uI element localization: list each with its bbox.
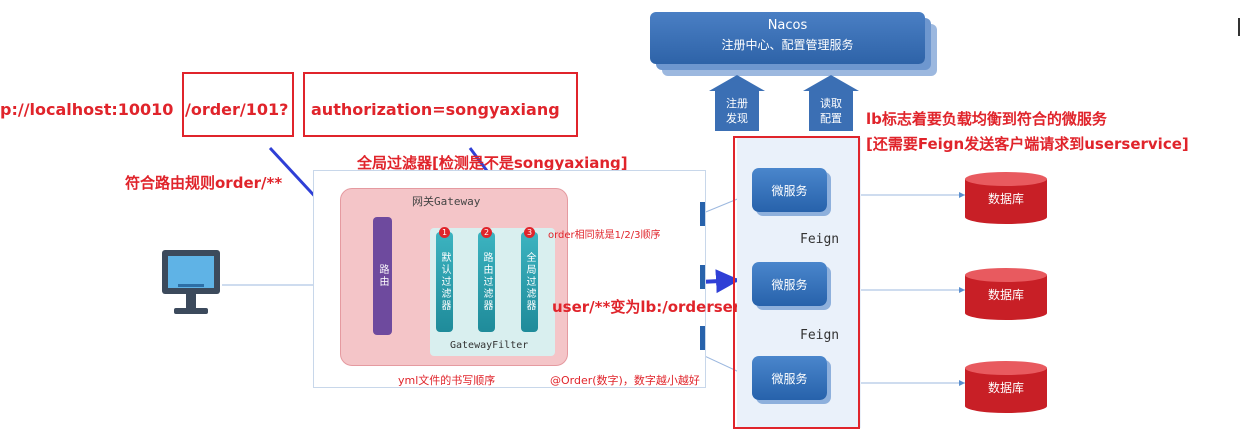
feign-label-1: Feign — [800, 232, 840, 247]
text-cursor — [1238, 18, 1240, 36]
rewrite-note: user/**变为lb:/orderservice — [552, 298, 775, 316]
filter-badge-3: 3 — [524, 227, 535, 238]
url-host: p://localhost:10010 — [0, 100, 174, 119]
nacos-subtitle: 注册中心、配置管理服务 — [721, 38, 854, 52]
filter-group-label: GatewayFilter — [450, 340, 529, 351]
register-discover-arrow: 注册发现 — [709, 75, 765, 131]
order-note: order相同就是1/2/3顺序 — [548, 230, 661, 241]
port-tab-2 — [700, 265, 705, 289]
microservice-1: 微服务 — [752, 168, 827, 212]
database-1: 数据库 — [965, 172, 1047, 224]
filter-badge-1: 1 — [439, 227, 450, 238]
database-3: 数据库 — [965, 361, 1047, 413]
client-computer-icon — [162, 250, 220, 314]
services-outline — [733, 136, 860, 429]
url-path: /order/101? — [185, 100, 289, 119]
lb-note-line2: [还需要Feign发送客户端请求到userservice] — [866, 135, 1189, 153]
feign-label-2: Feign — [800, 328, 840, 343]
port-tab-1 — [700, 202, 705, 226]
global-filter: 全局过滤器 — [521, 232, 538, 332]
lb-note-line1: lb标志着要负载均衡到符合的微服务 — [866, 110, 1107, 128]
microservice-3: 微服务 — [752, 356, 827, 400]
nacos-title: Nacos — [767, 18, 808, 33]
url-query-box — [303, 72, 578, 137]
global-filter-note: 全局过滤器[检测是不是songyaxiang] — [357, 154, 628, 172]
yml-note: yml文件的书写顺序 — [398, 374, 496, 387]
microservice-2: 微服务 — [752, 262, 827, 306]
database-2: 数据库 — [965, 268, 1047, 320]
port-tab-3 — [700, 326, 705, 350]
url-query: authorization=songyaxiang — [311, 100, 560, 119]
nacos-box: Nacos 注册中心、配置管理服务 — [650, 12, 925, 64]
read-config-arrow: 读取配置 — [803, 75, 859, 131]
route-rule-note: 符合路由规则order/** — [125, 174, 283, 192]
order-annotation-note: @Order(数字)，数字越小越好 — [550, 374, 700, 387]
url-path-box — [182, 72, 294, 137]
default-filter: 默认过滤器 — [436, 232, 453, 332]
filter-badge-2: 2 — [481, 227, 492, 238]
gateway-label: 网关Gateway — [412, 195, 481, 208]
route-filter: 路由过滤器 — [478, 232, 495, 332]
route-block: 路由 — [373, 217, 392, 335]
